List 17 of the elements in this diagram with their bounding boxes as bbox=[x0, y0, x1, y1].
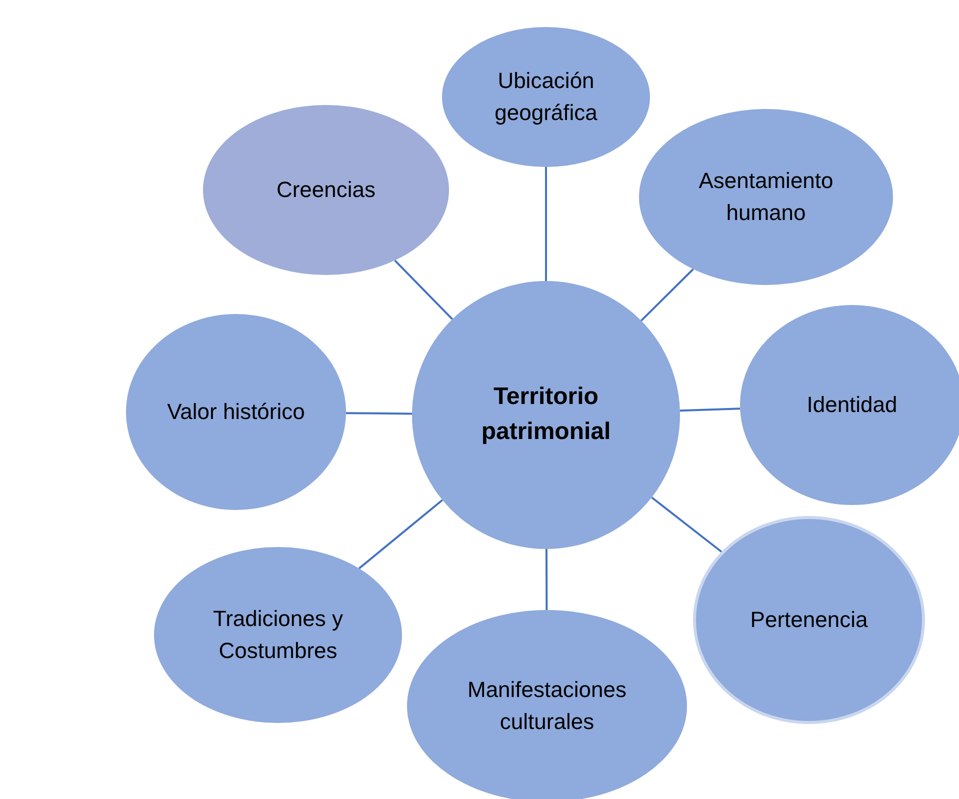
connector-line bbox=[346, 412, 412, 415]
topic-label: Identidad bbox=[806, 391, 898, 420]
topic-label: Territorio patrimonial bbox=[480, 382, 612, 447]
topic-label: Pertenencia bbox=[750, 606, 868, 634]
connector-line bbox=[680, 408, 740, 412]
topic-label: Valor histórico bbox=[167, 398, 305, 426]
connector-line bbox=[651, 496, 722, 553]
connector-line bbox=[394, 260, 454, 320]
connector-line bbox=[545, 549, 548, 610]
connector-line bbox=[358, 499, 444, 570]
connector-line bbox=[545, 167, 547, 281]
topic-label: Tradiciones y Costumbres bbox=[212, 605, 344, 665]
connector-line bbox=[640, 268, 694, 322]
topic-label: Manifestaciones culturales bbox=[466, 676, 628, 736]
topic-label: Ubicación geográfica bbox=[494, 67, 598, 127]
topic-label: Asentamiento humano bbox=[698, 167, 834, 227]
topic-label: Creencias bbox=[276, 176, 376, 204]
